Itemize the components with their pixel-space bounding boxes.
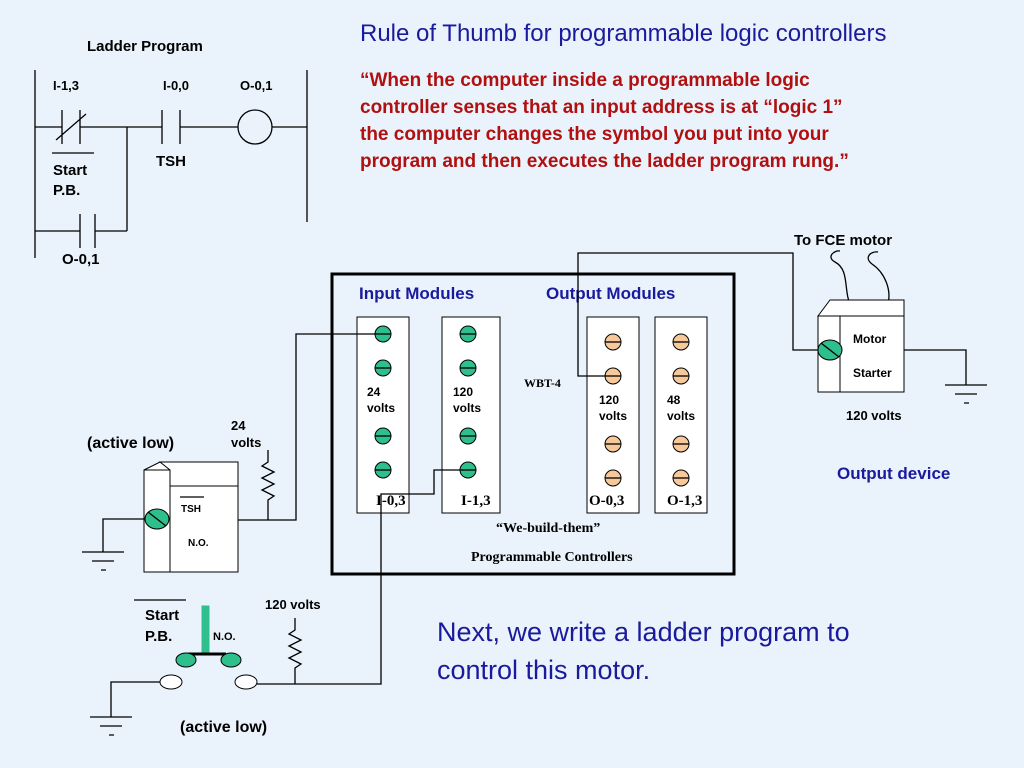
coil-address: O-0,1: [240, 78, 273, 93]
pb-contact: [220, 652, 242, 668]
plc-caption: Programmable Controllers: [471, 550, 633, 565]
next-step-text: Next, we write a ladder program to contr…: [437, 617, 850, 685]
next-line: control this motor.: [437, 655, 650, 685]
module-voltage: 48: [667, 393, 681, 407]
pb-terminal: [234, 674, 258, 690]
pb-label: P.B.: [145, 628, 172, 645]
input-module-24v: [356, 316, 410, 514]
module-address: O-1,3: [667, 493, 702, 509]
pb-actuator: [201, 605, 210, 655]
quote-line: the computer changes the symbol you put …: [360, 124, 829, 145]
quote-line: “When the computer inside a programmable…: [360, 70, 810, 91]
module-voltage: 24: [367, 385, 381, 399]
active-low-label: (active low): [180, 719, 267, 736]
quote-line: program and then executes the ladder pro…: [360, 151, 849, 172]
box-front: [169, 485, 239, 573]
input-module-120v: [441, 316, 501, 514]
pb-label: Start: [145, 607, 179, 624]
module-voltage: volts: [667, 409, 695, 423]
module-address: O-0,3: [589, 493, 624, 509]
pb-terminal: [159, 674, 183, 690]
contact-1-label: P.B.: [53, 182, 80, 199]
input-modules-header: Input Modules: [359, 284, 474, 303]
tsh-tag: TSH: [181, 504, 201, 515]
supply-voltage: 120 volts: [265, 597, 321, 612]
module-voltage: 120: [599, 393, 619, 407]
box-front: [839, 315, 905, 393]
box-label: Starter: [853, 366, 892, 380]
plc-model: WBT-4: [524, 376, 561, 390]
ladder-diagram: Ladder Program I-1,3 I-0,0 O-0,1 Start P…: [34, 38, 308, 268]
output-coil: [237, 109, 273, 145]
tsh-switch-device: (active low) 24 volts TSH N.O.: [82, 333, 375, 573]
motor-lead: [830, 250, 852, 308]
output-voltage: 120 volts: [846, 408, 902, 423]
box-top: [817, 299, 905, 317]
module-address: I-0,3: [376, 493, 406, 509]
contact-type: N.O.: [188, 538, 209, 549]
plc-unit: Input Modules Output Modules: [330, 272, 736, 576]
output-wiring: [577, 252, 818, 377]
supply-voltage: 24: [231, 418, 246, 433]
contact-2-label: TSH: [156, 153, 186, 170]
active-low-label: (active low): [87, 435, 174, 452]
slide-title: Rule of Thumb for programmable logic con…: [360, 20, 886, 47]
motor-lead: [867, 251, 890, 308]
contact-type: N.O.: [213, 631, 236, 643]
contact-1-label: Start: [53, 162, 87, 179]
module-voltage: 120: [453, 385, 473, 399]
box-label: Motor: [853, 332, 887, 346]
seal-in-branch: [35, 127, 128, 248]
module-address: I-1,3: [461, 493, 491, 509]
ladder-title: Ladder Program: [87, 38, 203, 55]
tsh-wiring: [238, 333, 375, 521]
rung-1: [35, 110, 307, 144]
terminal-group: [604, 333, 690, 487]
output-modules-header: Output Modules: [546, 284, 675, 303]
ground-symbol: [82, 518, 144, 571]
to-fce-label: To FCE motor: [794, 232, 892, 249]
pb-wiring: [257, 469, 460, 685]
start-pushbutton: Start P.B. N.O. 120 volts (active low): [90, 469, 460, 736]
output-device-caption: Output device: [837, 464, 950, 483]
terminal-group: [374, 325, 477, 479]
module-voltage: volts: [453, 401, 481, 415]
supply-voltage: volts: [231, 435, 261, 450]
contact-1-address: I-1,3: [53, 78, 79, 93]
motor-starter-device: To FCE motor Motor Starter 120 volts Out…: [577, 232, 987, 483]
module-voltage: volts: [599, 409, 627, 423]
next-line: Next, we write a ladder program to: [437, 617, 850, 647]
pb-contact: [175, 652, 197, 668]
plc-brand: “We-build-them”: [496, 521, 600, 536]
quote-line: controller senses that an input address …: [360, 97, 843, 118]
contact-2-address: I-0,0: [163, 78, 189, 93]
ground-symbol: [904, 349, 987, 404]
seal-contact-address: O-0,1: [62, 251, 100, 268]
rule-quote: “When the computer inside a programmable…: [360, 70, 849, 172]
module-voltage: volts: [367, 401, 395, 415]
ground-symbol: [90, 681, 160, 736]
